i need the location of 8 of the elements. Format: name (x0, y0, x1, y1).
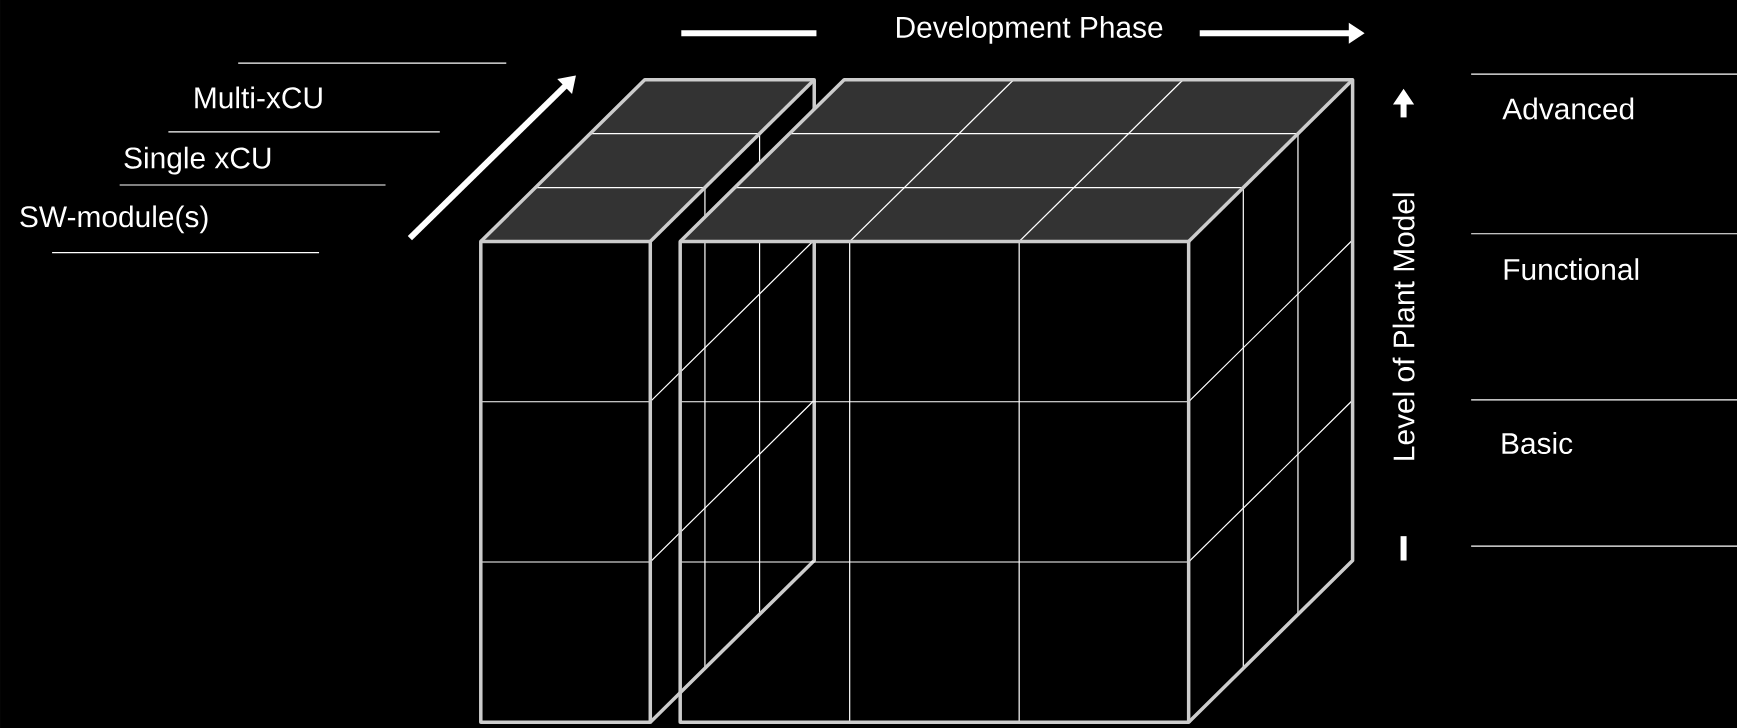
axis-label: Development Phase (897, 15, 1163, 44)
axis-label: Level of Plant Model (1392, 193, 1415, 460)
axis-label: Single xCU (124, 146, 271, 175)
level-label: Basic (1502, 432, 1573, 455)
axis-label: Multi-xCU (195, 86, 322, 109)
level-label: Advanced (1502, 97, 1634, 120)
axis-label: SW-module(s) (20, 205, 208, 234)
level-label: Functional (1504, 258, 1639, 281)
